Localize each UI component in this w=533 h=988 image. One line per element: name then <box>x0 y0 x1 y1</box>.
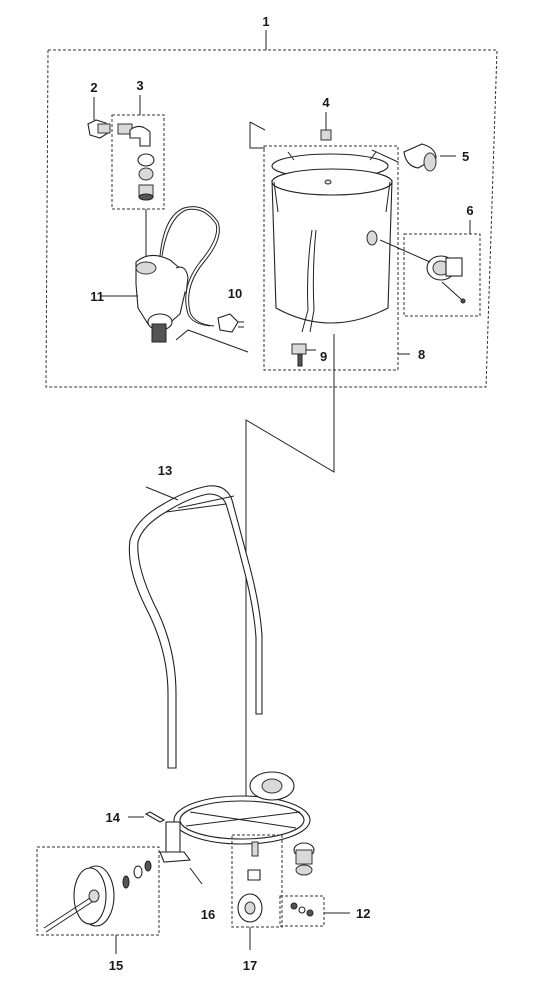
part-13-handle: 13 <box>128 463 263 769</box>
callout-6: 6 <box>466 203 473 218</box>
part-16-base-frame: 16 <box>159 771 315 922</box>
callout-15: 15 <box>109 958 123 973</box>
part-4-valve: 4 <box>320 95 332 141</box>
part-5-inlet-sleeve: 5 <box>403 143 469 172</box>
part-9-tank-valve: 9 <box>291 343 327 367</box>
callout-17: 17 <box>243 958 257 973</box>
callout-3: 3 <box>136 78 143 93</box>
part-10-power-cable: 10 <box>159 206 249 353</box>
callout-12: 12 <box>356 906 370 921</box>
part-15-wheel-set: 15 <box>36 846 160 973</box>
part-17-caster: 17 <box>231 834 283 973</box>
assembly-guide-lines <box>245 334 335 842</box>
callout-1: 1 <box>262 14 269 29</box>
callout-11: 11 <box>90 289 104 304</box>
callout-14: 14 <box>106 810 121 825</box>
part-3-fittings: 3 <box>111 78 165 210</box>
part-2-coupling: 2 <box>87 80 111 139</box>
callout-8: 8 <box>418 347 425 362</box>
callout-5: 5 <box>462 149 469 164</box>
part-12-hardware: 12 <box>279 895 370 927</box>
part-11-pump-body: 11 <box>90 209 189 343</box>
part-6-outlet: 6 <box>379 203 481 317</box>
assembly-group-1: 1 <box>45 14 498 388</box>
callout-2: 2 <box>90 80 97 95</box>
callout-10: 10 <box>228 286 242 301</box>
part-8-tank: 8 <box>249 121 425 371</box>
callout-13: 13 <box>158 463 172 478</box>
callout-4: 4 <box>322 95 330 110</box>
part-14-pin: 14 <box>106 810 166 825</box>
callout-16: 16 <box>201 907 215 922</box>
callout-9: 9 <box>320 349 327 364</box>
